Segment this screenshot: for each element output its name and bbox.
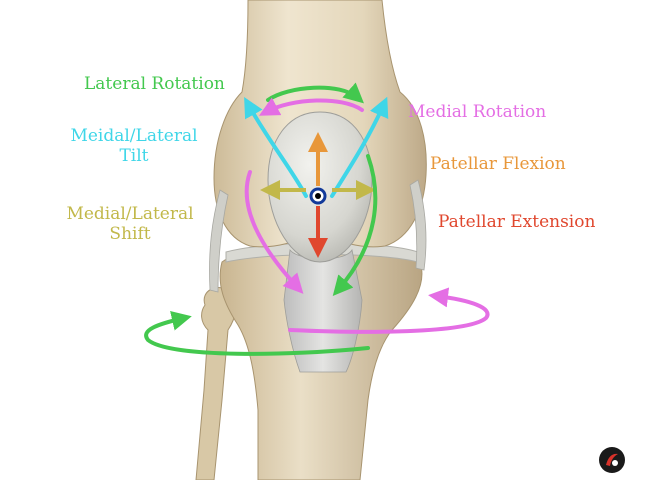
medial-rotation-arrow-side	[244, 170, 304, 294]
medial-rotation-arrow-top	[258, 97, 364, 116]
tilt-arrow-left	[244, 97, 308, 198]
tilt-arrow-right	[330, 96, 389, 198]
lateral-rotation-label: Lateral Rotation	[84, 74, 225, 94]
lateral-rotation-arrow-bottom	[144, 310, 370, 356]
shift-label: Medial/Lateral Shift	[66, 204, 194, 244]
patellar-flexion-label: Patellar Flexion	[430, 154, 566, 174]
lateral-rotation-arrow-side	[332, 154, 378, 297]
medial-rotation-arrow-bottom	[288, 287, 490, 334]
patellar-extension-label: Patellar Extension	[438, 212, 596, 232]
fibula	[195, 287, 237, 480]
medial-collateral-ligament	[409, 179, 427, 271]
medial-rotation-label: Medial Rotation	[408, 102, 547, 122]
lateral-collateral-ligament	[209, 189, 229, 293]
tilt-label: Meidal/Lateral Tilt	[70, 126, 198, 166]
logo-icon	[599, 447, 625, 473]
lateral-rotation-arrow	[266, 82, 364, 104]
